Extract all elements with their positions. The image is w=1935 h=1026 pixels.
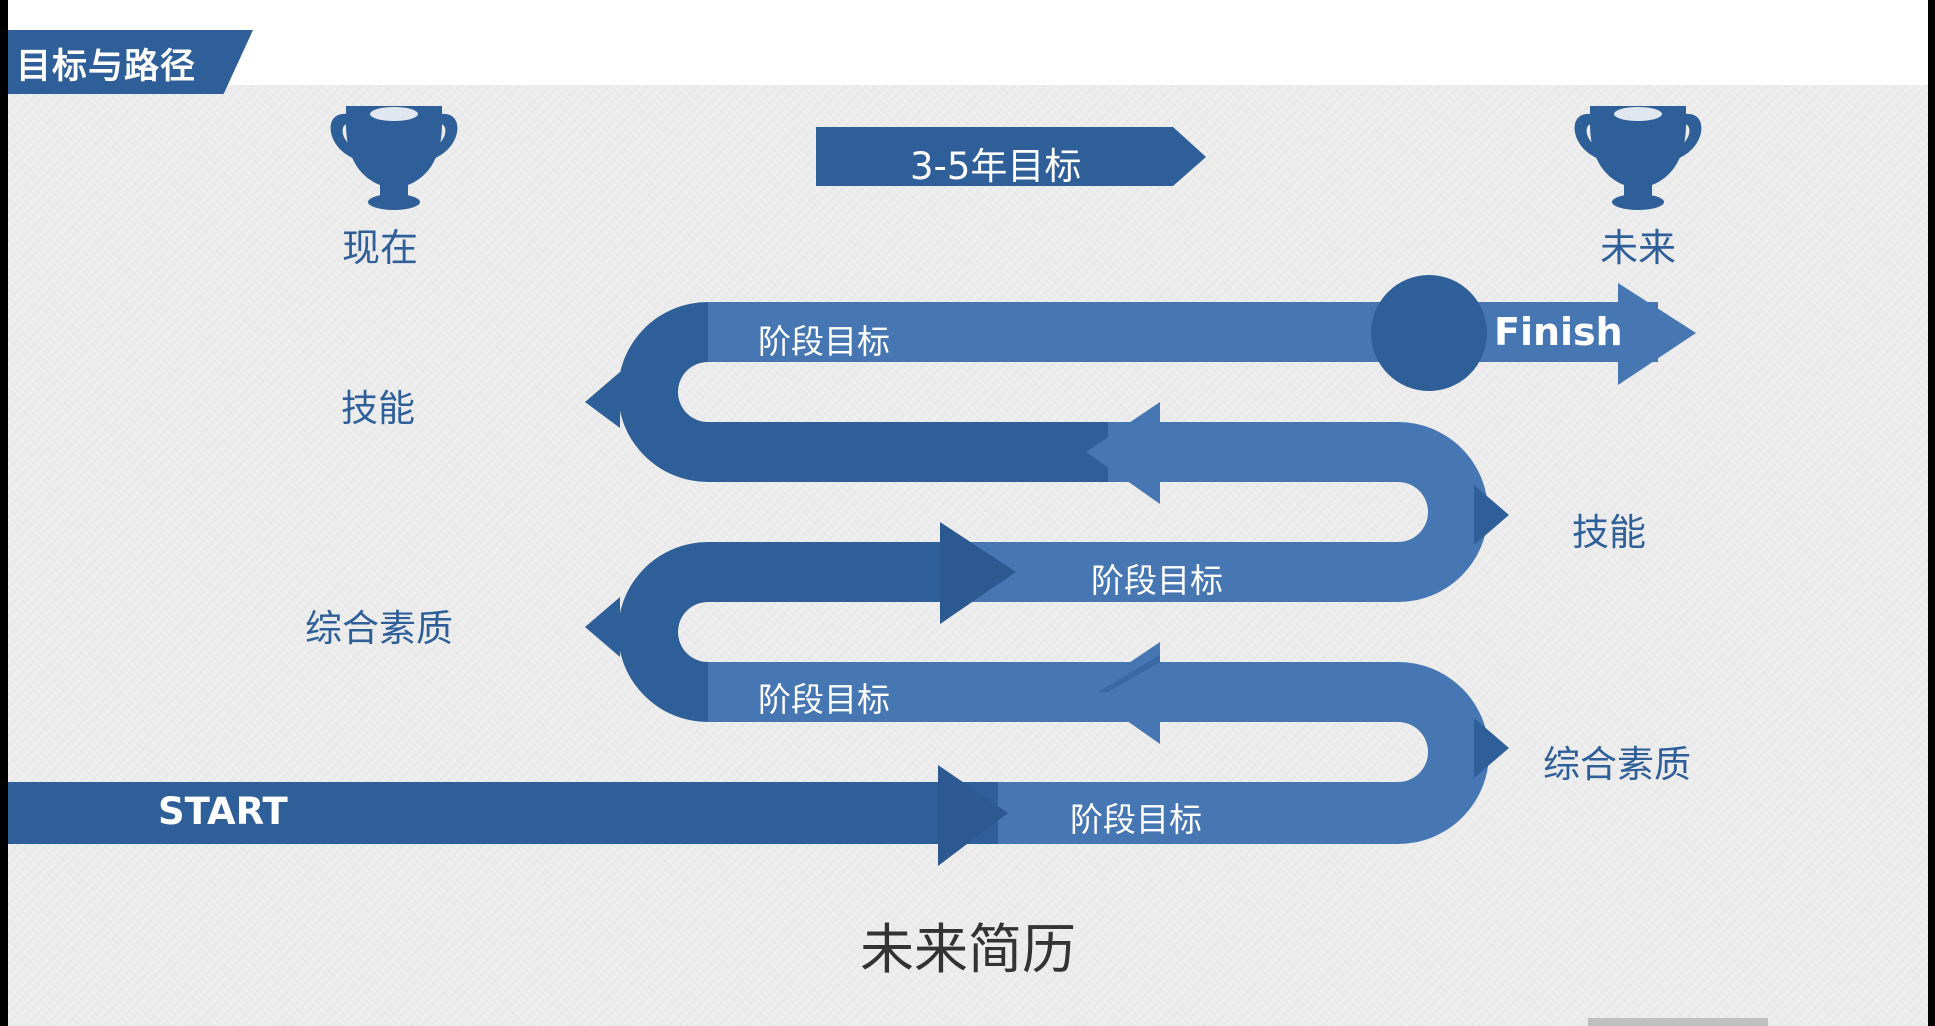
path-arrowhead-2 [1086, 642, 1160, 744]
stage-label-bottom: 阶段目标 [1070, 800, 1202, 839]
path-segment-start [8, 782, 998, 844]
goal-arrow-label: 3-5年目标 [910, 145, 1082, 188]
side-label-left-lower: 综合素质 [305, 607, 453, 650]
path-arrowhead-4 [1086, 402, 1160, 504]
stage-label-top: 阶段目标 [758, 322, 890, 361]
finish-label: Finish [1494, 310, 1623, 354]
side-label-left-upper: 技能 [341, 387, 415, 430]
path-segment-1-dark [708, 422, 1108, 482]
trophy-icon-left [330, 106, 458, 210]
slide-title: 未来简历 [860, 918, 1076, 981]
path-turn-left-upper [618, 302, 708, 482]
path-segment-2-dark [708, 542, 948, 602]
path-turn-right-upper [1398, 422, 1488, 602]
side-triangle-right-upper [1474, 485, 1509, 545]
path-arrowhead-3 [940, 522, 1016, 624]
start-label: START [158, 790, 288, 833]
label-now: 现在 [342, 226, 419, 270]
side-label-right-upper: 技能 [1572, 511, 1646, 554]
section-tag: 目标与路径 [16, 47, 197, 87]
path-diagram [8, 106, 1702, 866]
side-triangle-left-upper [585, 372, 620, 428]
stage-label-row2: 阶段目标 [1091, 561, 1223, 600]
top-band [8, 0, 1928, 85]
label-future: 未来 [1600, 226, 1677, 270]
path-segment-top [708, 302, 1658, 362]
serpentine-path [8, 275, 1696, 866]
path-arrowhead-1 [938, 765, 1008, 866]
path-turn-right-bottom [1398, 662, 1489, 844]
path-turn-left-middle [618, 542, 708, 722]
path-segment-4 [998, 782, 1398, 844]
side-triangle-right-lower [1474, 718, 1509, 778]
slide: 目标与路径 [8, 0, 1928, 1026]
side-label-right-lower: 综合素质 [1543, 743, 1691, 786]
path-segment-3 [708, 662, 1398, 722]
path-arrowhead-2-shadow [1098, 655, 1160, 692]
finish-circle [1371, 275, 1487, 391]
trophy-icon-right [1574, 106, 1702, 210]
section-tag-background [8, 30, 253, 94]
bottom-bar [1588, 1018, 1768, 1026]
goal-arrow-shape [816, 127, 1206, 186]
finish-arrowhead [1618, 283, 1696, 385]
side-triangle-left-lower [585, 597, 620, 657]
stage-label-row3: 阶段目标 [758, 680, 890, 719]
